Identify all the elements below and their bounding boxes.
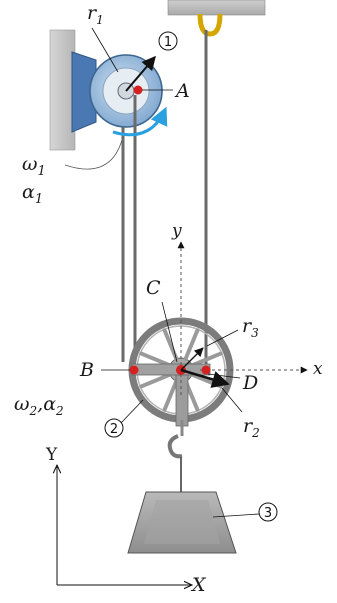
label-point-d: D (242, 372, 258, 394)
label-local-y: y (171, 221, 182, 241)
body-2-marker-number: 2 (110, 422, 118, 437)
pulley-2-spoke (162, 328, 179, 361)
label-alpha1: α1 (22, 181, 43, 207)
label-point-b: B (79, 359, 94, 381)
ceiling-support (167, 0, 266, 37)
r2-leader-line (221, 387, 243, 413)
body-1-marker-circle (158, 31, 178, 51)
label-global-y: Y (45, 445, 58, 465)
point-c-leader (161, 301, 178, 363)
label-point-a: A (174, 80, 190, 102)
point-a-marker (133, 85, 143, 95)
body-2-leader (120, 399, 144, 424)
body-3-marker-circle (258, 502, 278, 522)
pulley-2-spoke (183, 328, 200, 361)
omega1-leader (64, 139, 123, 170)
label-point-c: C (146, 277, 161, 299)
point-d-marker (201, 365, 211, 375)
pulley-2-frame (167, 369, 189, 492)
r2-radius-arrow (180, 368, 230, 388)
r3-radius-arrow (180, 347, 204, 371)
pulley-2-spoke (139, 351, 172, 368)
body-1-marker-number: 1 (164, 35, 172, 50)
pulley-2-crossbar (131, 363, 211, 376)
rotation-arrow-1 (112, 106, 168, 137)
r3-leader-line (206, 329, 239, 347)
r1-radius-arrow (125, 55, 156, 92)
label-r2: r2 (243, 415, 260, 440)
point-b-marker (129, 365, 139, 375)
label-omega2-alpha2: ω2,α2 (14, 393, 64, 418)
body-2-marker-circle (104, 418, 124, 438)
body-3-leader (212, 513, 260, 518)
weight-block (127, 491, 237, 554)
label-r3: r3 (242, 315, 259, 340)
body-3-marker-number: 3 (264, 506, 272, 521)
wall-bracket (49, 29, 97, 151)
label-omega1: ω1 (22, 153, 46, 179)
label-r1: r1 (87, 2, 104, 27)
label-local-x: x (313, 359, 323, 379)
pulley-2-spoke (162, 379, 179, 412)
ropes (121, 30, 208, 372)
label-global-x: X (190, 574, 207, 596)
r1-leader-line (91, 27, 119, 73)
pulley-2-spoke (190, 351, 223, 368)
pulley-2-spoke (139, 372, 172, 389)
